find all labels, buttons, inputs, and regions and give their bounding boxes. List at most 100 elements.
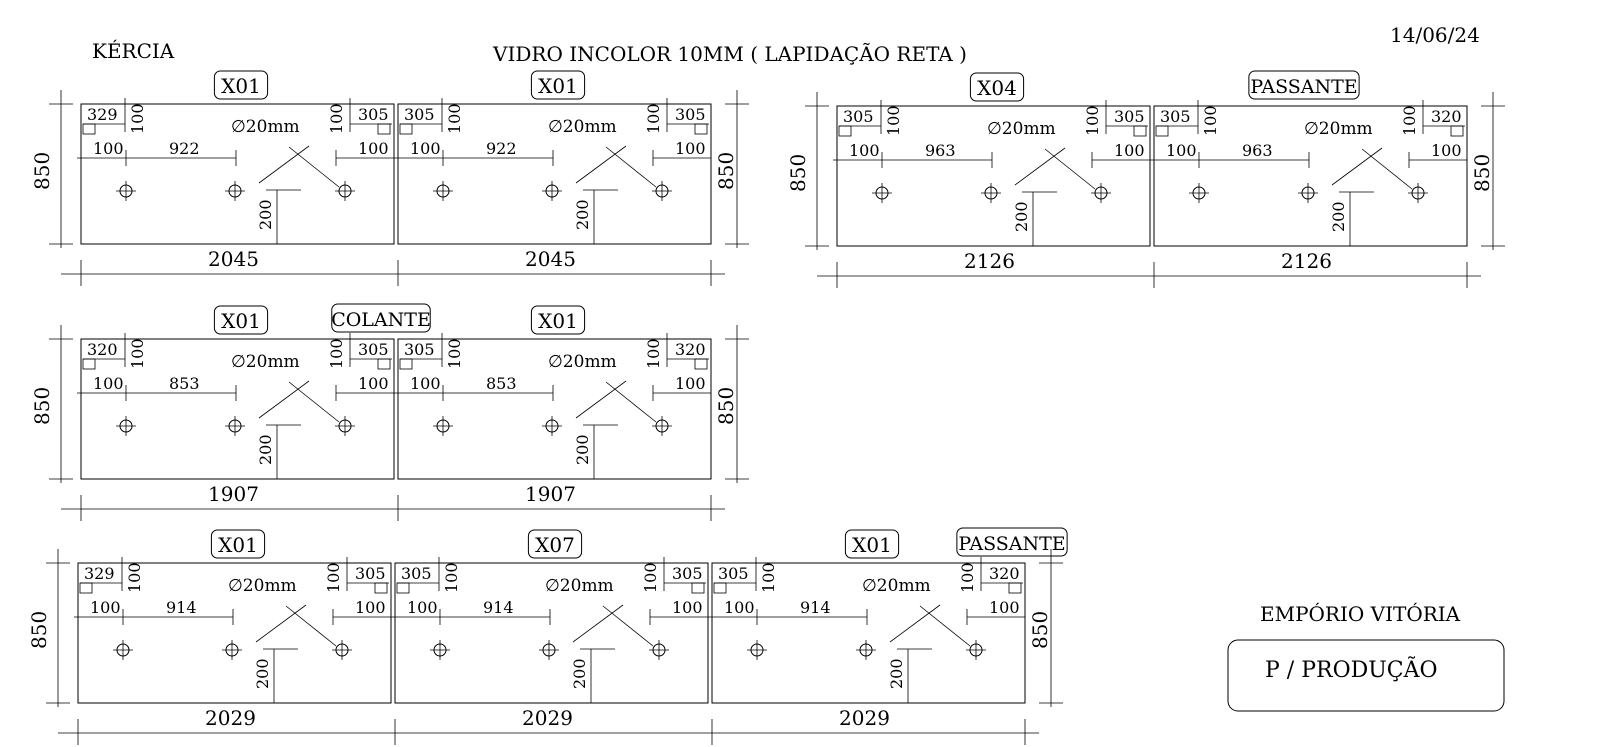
panel-tag: X01 bbox=[530, 305, 586, 335]
hole-size-label: ∅20mm bbox=[987, 119, 1056, 139]
panel-tag-text: X01 bbox=[538, 309, 578, 333]
panel-tag-text: X01 bbox=[852, 533, 892, 557]
hole-marker bbox=[430, 640, 450, 660]
dim-row-mid: 922 bbox=[169, 139, 200, 158]
dim-vert-bottom: 200 bbox=[887, 658, 906, 689]
hole-marker bbox=[1298, 183, 1318, 203]
dim-vert-top-left: 100 bbox=[445, 103, 464, 134]
dim-row-left: 100 bbox=[410, 139, 441, 158]
dim-vert-top-right: 100 bbox=[327, 338, 346, 369]
drawing-date: 14/06/24 bbox=[1390, 23, 1480, 47]
dim-row-right: 100 bbox=[672, 598, 703, 617]
dim-row-mid: 914 bbox=[166, 598, 197, 617]
panel-tag: X04 bbox=[969, 72, 1025, 102]
dim-top-left: 305 bbox=[843, 107, 874, 126]
project-name: EMPÓRIO VITÓRIA bbox=[1260, 601, 1461, 626]
dim-panel-width: 2126 bbox=[1281, 249, 1332, 273]
panel-note: PASSANTE bbox=[956, 527, 1068, 557]
panel-outline bbox=[80, 338, 395, 480]
hole-marker bbox=[856, 640, 876, 660]
dim-vert-top-right: 100 bbox=[644, 103, 663, 134]
dim-panel-width: 2029 bbox=[839, 706, 890, 730]
panel-note-text: PASSANTE bbox=[958, 533, 1065, 555]
dim-top-right: 320 bbox=[1431, 107, 1462, 126]
dim-top-right: 305 bbox=[358, 105, 389, 124]
dim-vert-bottom: 200 bbox=[1329, 201, 1348, 232]
dim-vert-bottom: 200 bbox=[570, 658, 589, 689]
hole-size-label: ∅20mm bbox=[545, 576, 614, 596]
dim-row-mid: 922 bbox=[486, 139, 517, 158]
dim-top-left: 305 bbox=[718, 564, 749, 583]
panel-note-text: PASSANTE bbox=[1250, 76, 1357, 98]
panel-note-text: COLANTE bbox=[331, 309, 431, 331]
dim-vert-bottom: 200 bbox=[253, 658, 272, 689]
hole-size-label: ∅20mm bbox=[862, 576, 931, 596]
dim-top-right: 320 bbox=[989, 564, 1020, 583]
dim-row-left: 100 bbox=[93, 139, 124, 158]
dim-vert-top-right: 100 bbox=[641, 562, 660, 593]
panel-outline bbox=[80, 103, 395, 245]
dim-vert-top-right: 100 bbox=[324, 562, 343, 593]
hole-marker bbox=[1091, 183, 1111, 203]
panel-tag-text: X07 bbox=[535, 533, 575, 557]
dim-panel-height: 850 bbox=[30, 387, 54, 425]
dim-top-right: 305 bbox=[358, 340, 389, 359]
dim-panel-width: 1907 bbox=[525, 482, 576, 506]
dim-vert-top-left: 100 bbox=[442, 562, 461, 593]
dim-top-left: 329 bbox=[87, 105, 118, 124]
panel-tag-text: X01 bbox=[221, 309, 261, 333]
dim-vert-top-right: 100 bbox=[1083, 105, 1102, 136]
dim-vert-bottom: 200 bbox=[256, 434, 275, 465]
hole-marker bbox=[542, 181, 562, 201]
dim-vert-bottom: 200 bbox=[1012, 201, 1031, 232]
stamp-box bbox=[1227, 639, 1505, 712]
dim-row-right: 100 bbox=[989, 598, 1020, 617]
dim-panel-width: 2126 bbox=[964, 249, 1015, 273]
panel-outline bbox=[711, 562, 1026, 704]
panel-outline bbox=[77, 562, 392, 704]
dim-panel-width: 2045 bbox=[525, 247, 576, 271]
dim-vert-top-left: 100 bbox=[128, 103, 147, 134]
hole-marker bbox=[966, 640, 986, 660]
dim-row-right: 100 bbox=[675, 139, 706, 158]
dim-panel-height-right: 850 bbox=[1028, 611, 1052, 649]
dim-row-mid: 963 bbox=[1242, 141, 1273, 160]
dim-top-right: 320 bbox=[675, 340, 706, 359]
dim-row-left: 100 bbox=[90, 598, 121, 617]
dim-row-right: 100 bbox=[358, 139, 389, 158]
dim-panel-height-right: 850 bbox=[1470, 154, 1494, 192]
panel-outline bbox=[836, 105, 1151, 247]
group-1-right-height: 850 bbox=[714, 90, 749, 248]
panel-note: PASSANTE bbox=[1248, 70, 1360, 100]
hole-marker bbox=[116, 416, 136, 436]
dim-top-right: 305 bbox=[355, 564, 386, 583]
drawing-title: VIDRO INCOLOR 10MM ( LAPIDAÇÃO RETA ) bbox=[492, 42, 967, 66]
hole-marker bbox=[116, 181, 136, 201]
hole-marker bbox=[113, 640, 133, 660]
dim-top-left: 320 bbox=[87, 340, 118, 359]
panel-outline bbox=[1153, 105, 1468, 247]
dim-row-mid: 853 bbox=[169, 374, 200, 393]
panel-outline bbox=[394, 562, 709, 704]
panel-outline bbox=[397, 338, 712, 480]
dim-vert-top-left: 100 bbox=[1201, 105, 1220, 136]
hole-marker bbox=[652, 181, 672, 201]
hole-marker bbox=[225, 181, 245, 201]
dim-top-right: 305 bbox=[672, 564, 703, 583]
hole-marker bbox=[225, 416, 245, 436]
dim-panel-width: 2029 bbox=[522, 706, 573, 730]
dim-top-left: 305 bbox=[404, 340, 435, 359]
dim-row-left: 100 bbox=[724, 598, 755, 617]
panel-tag: X01 bbox=[213, 70, 269, 100]
hole-size-label: ∅20mm bbox=[548, 352, 617, 372]
